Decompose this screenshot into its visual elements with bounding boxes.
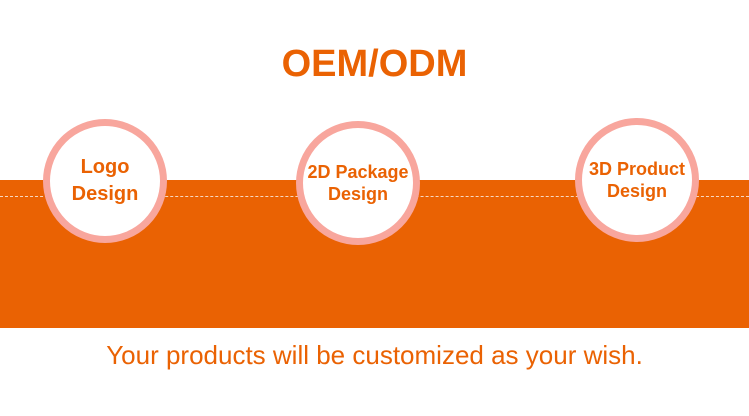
- service-label-line1: 3D Product: [588, 159, 685, 179]
- service-label-line2: Design: [71, 183, 139, 205]
- service-label: 2D Package Design: [307, 161, 408, 205]
- service-circle-2d-package-design: 2D Package Design: [296, 121, 420, 245]
- tagline: Your products will be customized as your…: [106, 340, 643, 370]
- service-circle-3d-product-design: 3D Product Design: [575, 118, 699, 242]
- service-label-line2: Design: [327, 184, 388, 204]
- service-label-line1: 2D Package: [307, 162, 409, 182]
- service-label-line1: Logo: [80, 156, 130, 178]
- service-label-line2: Design: [606, 181, 667, 201]
- service-label: Logo Design: [72, 154, 139, 208]
- service-label: 3D Product Design: [589, 158, 685, 202]
- page-title: OEM/ODM: [281, 43, 468, 85]
- service-circle-logo-design: Logo Design: [43, 119, 167, 243]
